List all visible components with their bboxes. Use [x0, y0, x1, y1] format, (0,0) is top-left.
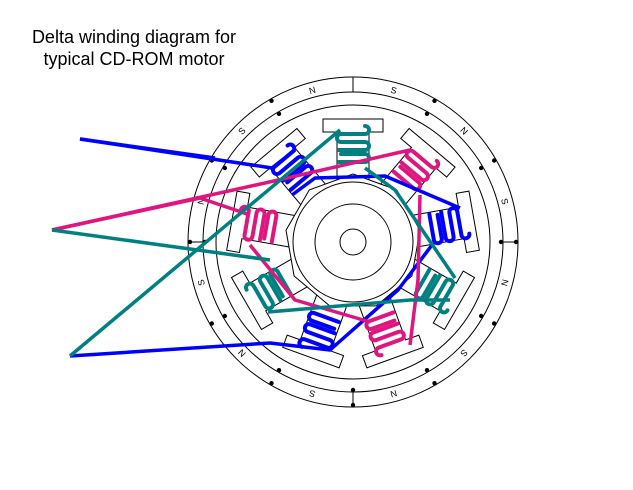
- pole-dot: [432, 380, 437, 386]
- wire-phase_a: [79, 137, 216, 160]
- pole-label: S: [236, 125, 247, 136]
- pole-label: S: [499, 197, 510, 205]
- coil-phase_b: [399, 148, 441, 183]
- coil-phase_c: [244, 273, 283, 311]
- wire-phase_c: [68, 128, 342, 358]
- pole-dot: [350, 387, 356, 393]
- tooth-outline: [358, 294, 424, 369]
- pole-dot: [276, 111, 282, 117]
- rotor-ring-1: [202, 91, 504, 393]
- stator-tooth-7: [226, 190, 295, 254]
- hub-circle-0: [292, 181, 414, 303]
- pole-label: N: [196, 197, 207, 206]
- pole-dot: [513, 239, 519, 245]
- title-line-2: typical CD-ROM motor: [43, 49, 225, 69]
- coil-phase_b: [368, 321, 406, 358]
- wire-phase_b: [248, 243, 371, 324]
- pole-label: S: [196, 278, 207, 286]
- pole-label: S: [308, 388, 316, 399]
- pole-dot: [350, 402, 356, 408]
- coil-turn: [307, 310, 341, 331]
- pole-dot: [187, 239, 193, 245]
- pole-dot: [491, 321, 497, 326]
- stator-tooth-3: [398, 258, 476, 331]
- wires: [51, 128, 461, 358]
- pole-label: N: [499, 278, 510, 287]
- pole-dot: [222, 165, 228, 171]
- pole-dot: [432, 98, 437, 104]
- stator-tooth-6: [230, 258, 308, 331]
- pole-label: S: [458, 347, 469, 358]
- tooth-outline: [230, 258, 308, 331]
- tooth-outline: [282, 294, 348, 369]
- coil-phase_a: [297, 322, 337, 350]
- hub-circle-2: [339, 228, 367, 256]
- pole-dot: [498, 239, 504, 245]
- tooth-outline: [250, 127, 326, 206]
- pole-dot: [478, 165, 484, 171]
- stator: N S N S N S N S N S N S: [187, 76, 519, 408]
- coil-turn: [427, 212, 444, 246]
- title-line-1: Delta winding diagram for: [31, 27, 237, 47]
- rotor-ring-0: [187, 76, 519, 408]
- pole-label: N: [236, 347, 248, 359]
- wire-phase_c: [51, 228, 271, 262]
- stator-tooth-2: [411, 190, 480, 254]
- coil-phase_c: [335, 124, 371, 152]
- pole-dot: [222, 313, 228, 319]
- pole-dot: [269, 98, 274, 104]
- pole-dot: [276, 367, 282, 373]
- tooth-outline: [380, 127, 456, 206]
- stator-tooth-0: [322, 118, 384, 180]
- tooth-outline: [411, 190, 480, 254]
- wire-phase_a: [69, 243, 434, 358]
- coil-phase_c: [424, 273, 456, 315]
- coil-phase_a: [439, 206, 472, 244]
- rotor-ring-2: [215, 104, 491, 380]
- pole-dot: [424, 111, 430, 117]
- pole-dot: [424, 367, 430, 373]
- wire-phase_a: [290, 174, 461, 210]
- pole-label: N: [458, 125, 470, 137]
- coil-turn: [262, 209, 279, 244]
- stator-tooth-5: [282, 294, 348, 369]
- pole-dot: [269, 380, 274, 386]
- pole-label: N: [308, 85, 317, 96]
- wire-phase_c: [267, 298, 450, 314]
- pole-dot: [209, 321, 215, 326]
- diagram-title: Delta winding diagram for typical CD-ROM…: [0, 26, 268, 70]
- pole-label: N: [389, 388, 398, 399]
- wire-phase_b: [51, 196, 251, 232]
- pole-dot: [478, 313, 484, 319]
- wire-phase_c: [363, 166, 457, 279]
- hub-circle-1: [314, 203, 392, 281]
- pole-label: S: [389, 85, 397, 96]
- tooth-outline: [398, 258, 476, 331]
- pole-dot: [491, 158, 497, 163]
- tooth-outline: [322, 118, 384, 180]
